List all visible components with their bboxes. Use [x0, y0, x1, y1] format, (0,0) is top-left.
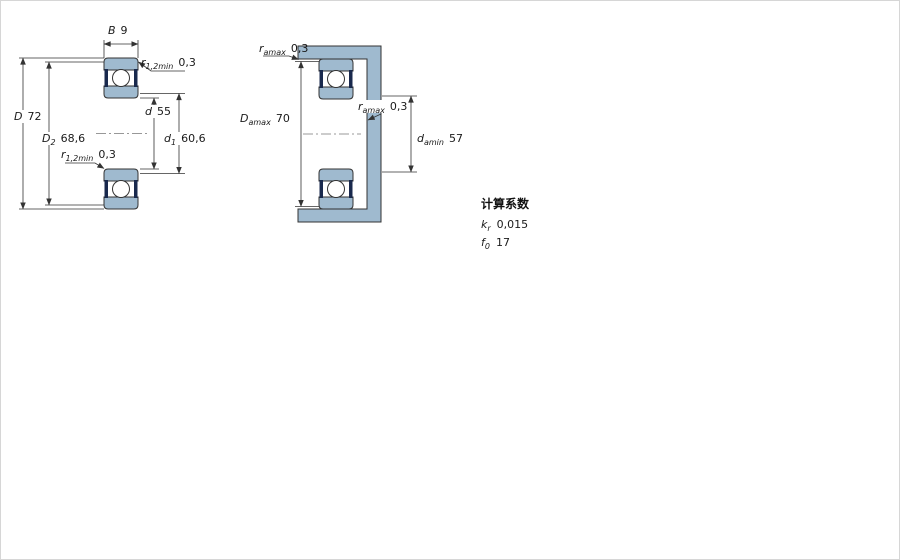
right-view	[263, 45, 417, 223]
calc-factors-title: 计算系数	[481, 197, 530, 211]
leader-r12-bottom	[65, 162, 105, 169]
bearing-section-bottom	[103, 168, 139, 210]
bearing-section-top	[103, 57, 139, 99]
bearing-section-top	[318, 58, 354, 100]
leader-ra-top	[263, 54, 299, 60]
leader-ra-mid	[367, 113, 382, 121]
leader-r12-top	[138, 61, 185, 72]
bearing-section-bottom	[318, 168, 354, 210]
